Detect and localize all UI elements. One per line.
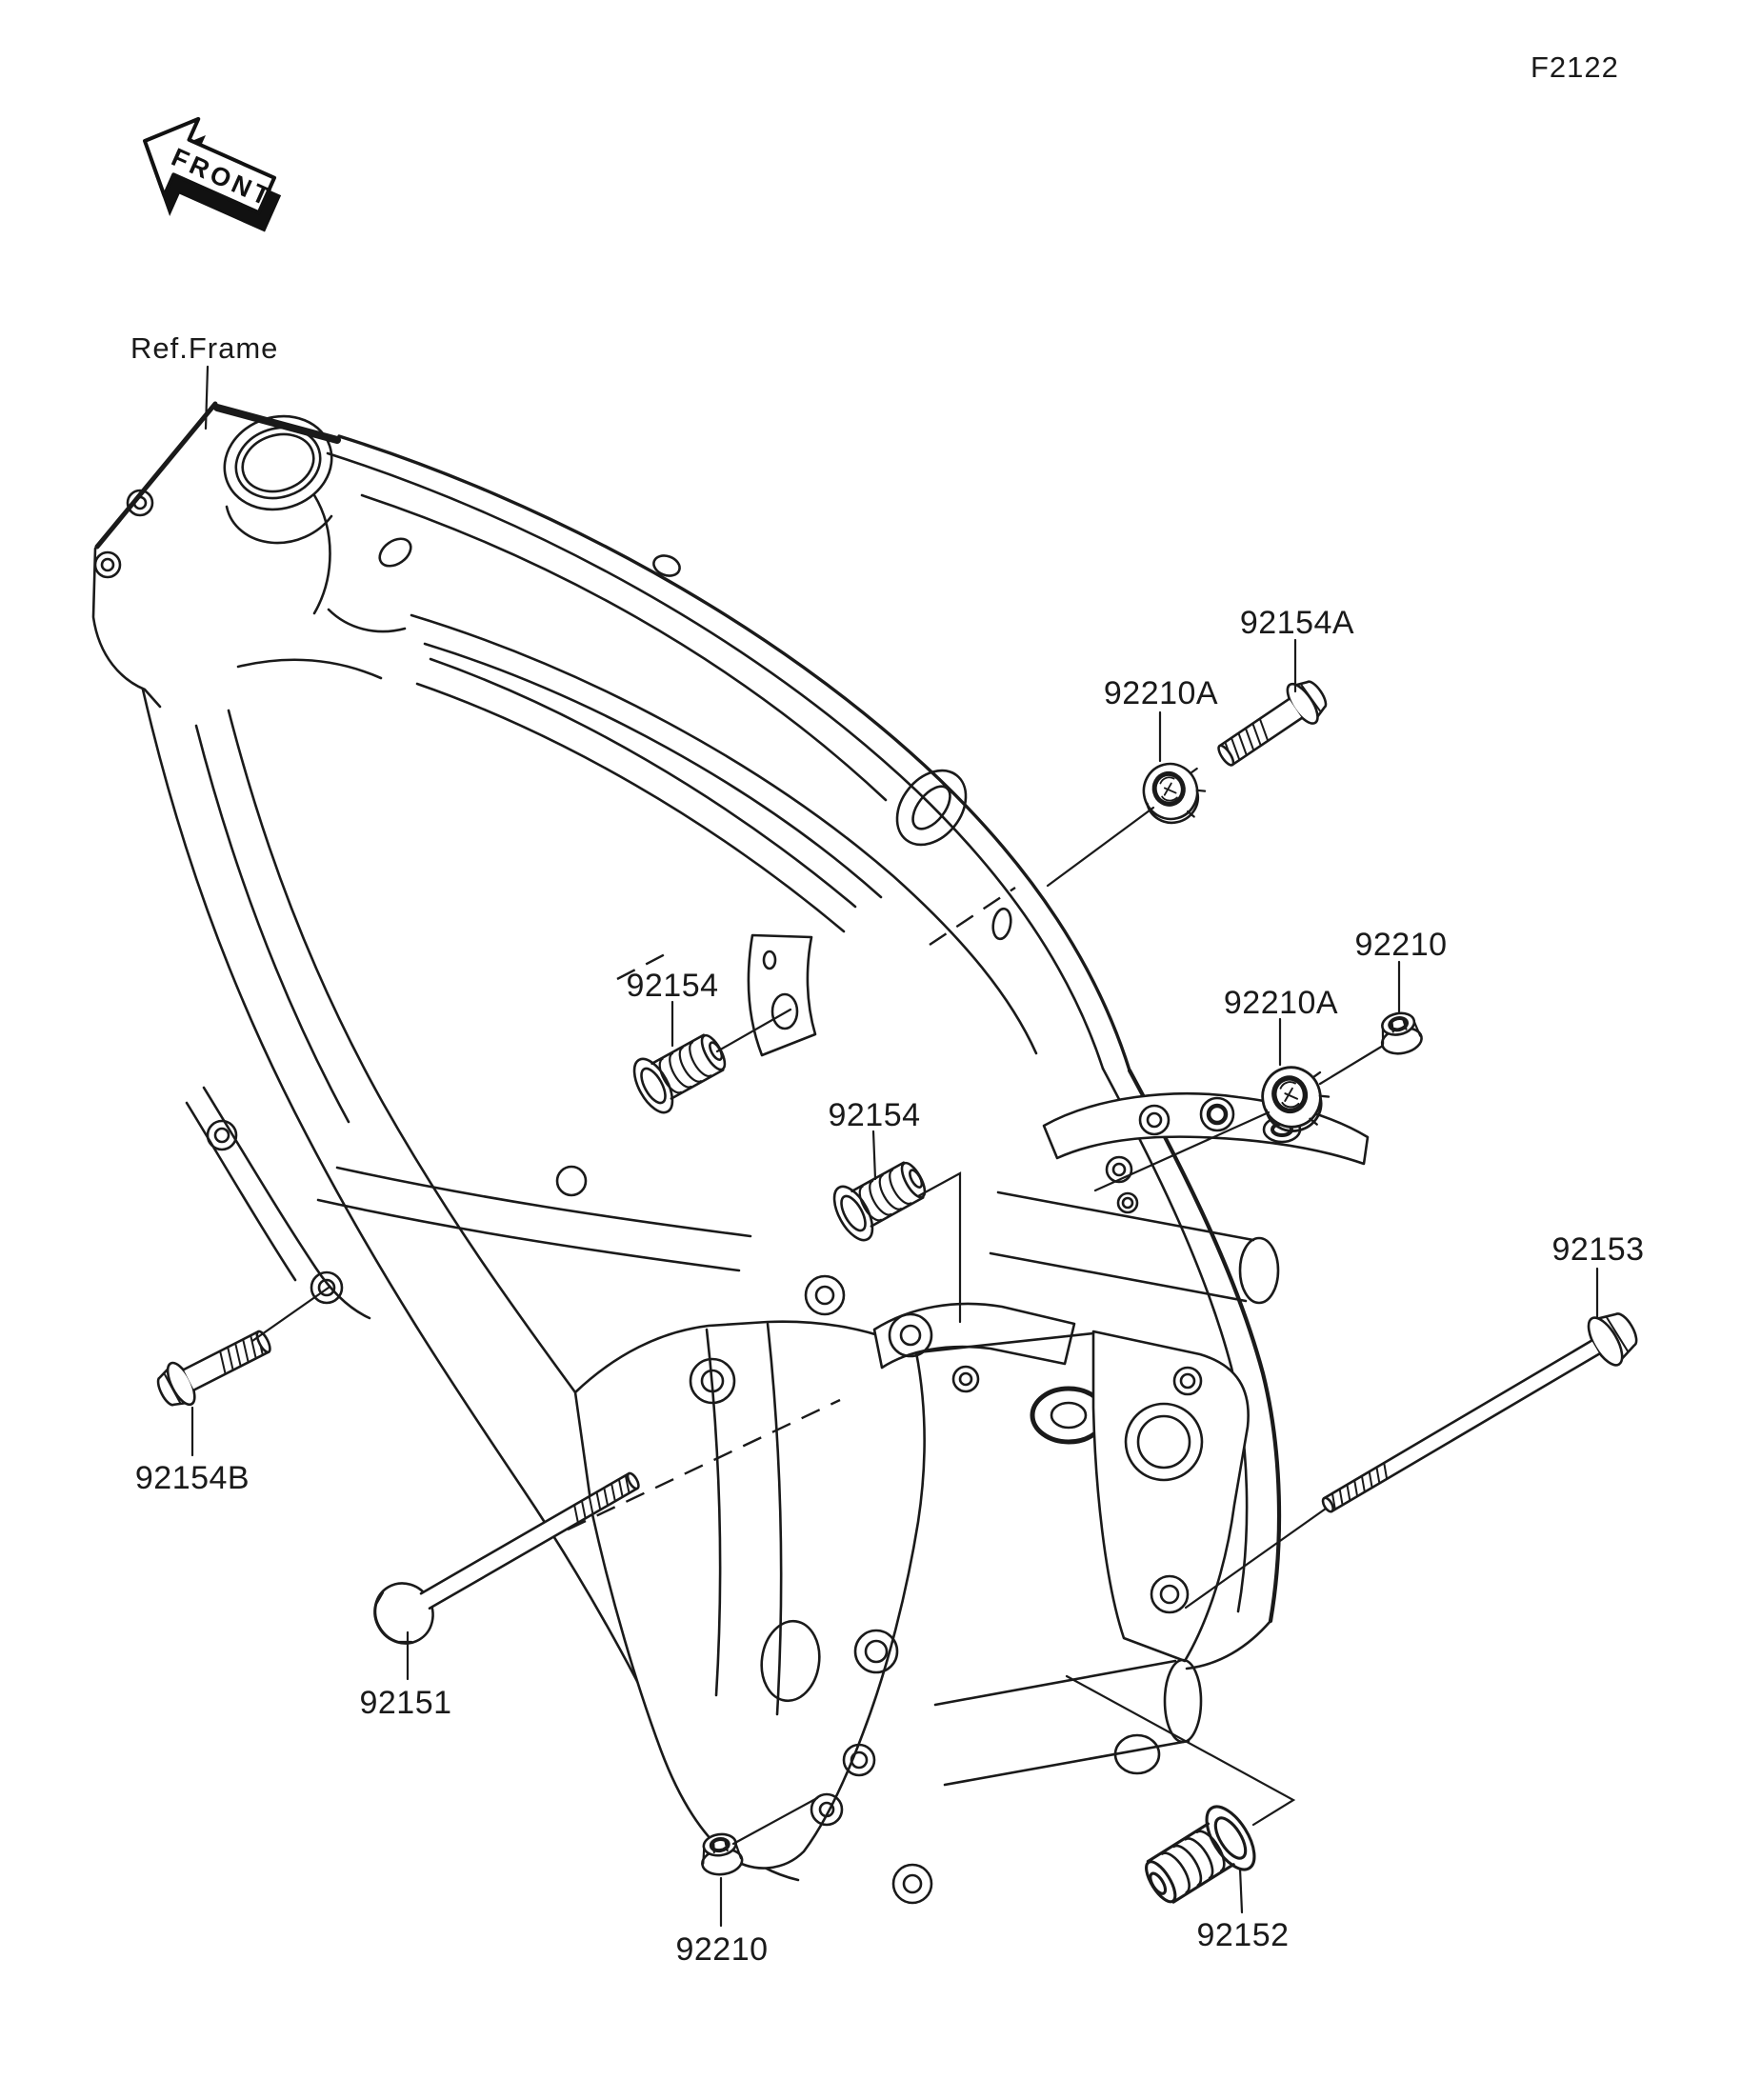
part-label-92210a-upper: 92210A [1104,675,1218,711]
part-label-92152: 92152 [1196,1917,1289,1953]
part-92153-long-bolt [1321,1312,1638,1513]
part-92151-long-bolt [373,1471,640,1645]
reference-frame-label: Ref.Frame [130,331,278,365]
figure-code: F2122 [1531,50,1619,84]
part-label-92154b: 92154B [135,1460,250,1496]
front-direction-marker: FRONT [143,116,282,232]
part-label-92151: 92151 [359,1685,451,1721]
callout-leader-lines [190,365,1599,1928]
front-arrow-face [143,116,277,215]
part-label-92154a: 92154A [1240,605,1354,641]
part-label-92210a-lower: 92210A [1224,985,1338,1021]
frame-artwork [91,401,1370,1905]
part-label-92154-left: 92154 [626,968,718,1004]
part-label-92154-mid: 92154 [828,1097,920,1133]
part-label-92153: 92153 [1551,1231,1644,1268]
part-label-92210-right: 92210 [1354,927,1447,963]
hidden-dashed-lines [567,887,1016,1531]
part-label-92210-bottom: 92210 [675,1931,768,1968]
